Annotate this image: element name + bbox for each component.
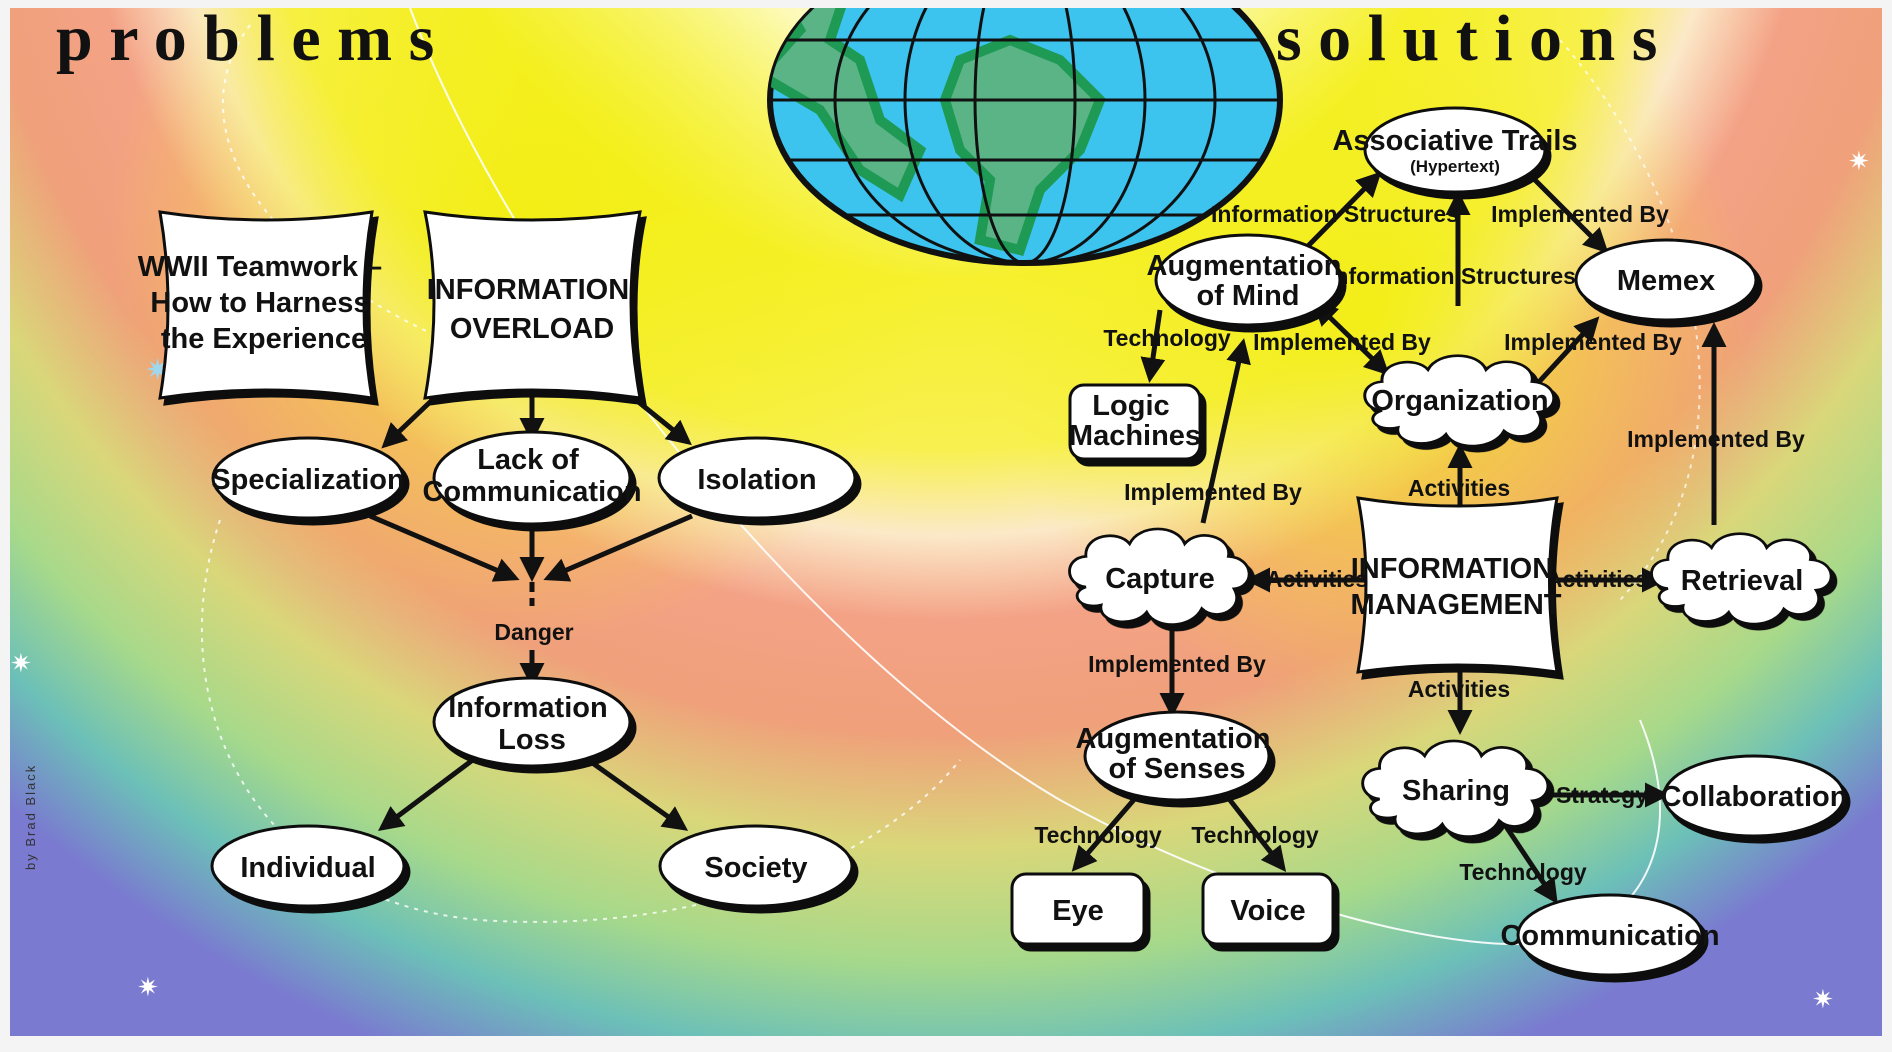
svg-text:Voice: Voice <box>1230 895 1305 927</box>
node-memex[interactable]: Memex <box>1574 238 1758 322</box>
node-eye[interactable]: Eye <box>1010 872 1146 946</box>
globe-icon <box>767 8 1283 266</box>
svg-text:Eye: Eye <box>1052 895 1104 927</box>
node-information-loss[interactable]: Information Loss <box>432 676 632 768</box>
svg-text:✷: ✷ <box>1848 146 1870 176</box>
svg-text:INFORMATION MANAGEMENT: INFORMATION MANAGEMENT <box>1350 553 1561 621</box>
edge-label-implemented-retrieval-memex: Implemented By <box>1627 426 1805 452</box>
title-problems: p r o b l e m s <box>56 2 434 75</box>
node-organization[interactable]: Organization <box>1363 354 1556 448</box>
edge-label-technology-voice: Technology <box>1191 822 1319 848</box>
edge-label-technology-communication: Technology <box>1459 859 1587 885</box>
node-communication[interactable]: Communication <box>1500 893 1720 977</box>
node-augmentation-of-senses[interactable]: Augmentation of Senses <box>1076 710 1279 802</box>
edge-label-strategy: Strategy <box>1556 782 1648 808</box>
svg-text:Collaboration: Collaboration <box>1661 781 1848 813</box>
edge-label-technology-logic: Technology <box>1103 325 1231 351</box>
edge-label-activities-org: Activities <box>1408 475 1510 501</box>
svg-text:WWII Teamwork – How to: WWII Teamwork – How to Harness the Exper… <box>138 251 390 355</box>
node-retrieval[interactable]: Retrieval <box>1650 532 1833 626</box>
svg-text:Society: Society <box>704 852 807 884</box>
svg-text:Organization: Organization <box>1371 385 1548 417</box>
credit-text: by Brad Black <box>23 764 38 870</box>
svg-text:Individual: Individual <box>240 852 375 884</box>
edge-label-implemented-capture-mind: Implemented By <box>1124 479 1302 505</box>
continent-east <box>939 34 1106 256</box>
edge-label-implemented-mind-org: Implemented By <box>1253 329 1431 355</box>
node-wwii-line-2: How to Harness <box>150 287 369 319</box>
svg-text:Logic Machines: Logic Machines <box>1069 390 1201 452</box>
svg-text:Sharing: Sharing <box>1402 775 1510 807</box>
continent-west <box>770 8 927 203</box>
svg-text:Retrieval: Retrieval <box>1681 565 1804 597</box>
title-solutions: s o l u t i o n s <box>1276 2 1657 75</box>
node-logic-machines[interactable]: Logic Machines <box>1068 383 1202 461</box>
node-associative-trails[interactable]: Associative Trails (Hypertext) <box>1332 106 1578 194</box>
svg-text:Augmentation of Mind: Augmentation of Mind <box>1147 250 1350 312</box>
edge-label-implemented-org-memex: Implemented By <box>1504 329 1682 355</box>
node-sharing[interactable]: Sharing <box>1361 739 1550 839</box>
nodes: WWII Teamwork – How to Harness the Exper… <box>138 106 1848 977</box>
svg-text:Memex: Memex <box>1617 265 1715 297</box>
edge-labels: Danger Information Structures Informatio… <box>494 201 1805 885</box>
svg-text:Specialization: Specialization <box>211 464 404 496</box>
node-collaboration[interactable]: Collaboration <box>1661 754 1848 838</box>
node-augmentation-of-mind[interactable]: Augmentation of Mind <box>1147 233 1350 327</box>
svg-text:Lack of Communication: Lack of Communication <box>422 444 641 508</box>
node-wwii-teamwork[interactable]: WWII Teamwork – How to Harness the Exper… <box>138 210 390 400</box>
node-individual[interactable]: Individual <box>210 824 406 908</box>
edge-label-info-structures-2: Information Structures <box>1328 263 1576 289</box>
svg-text:(Hypertext): (Hypertext) <box>1410 157 1500 176</box>
edge-label-activities-capture: Activities <box>1266 566 1368 592</box>
node-lack-of-communication[interactable]: Lack of Communication <box>422 430 642 526</box>
edge-label-info-structures-1: Information Structures <box>1211 201 1459 227</box>
node-capture[interactable]: Capture <box>1068 527 1251 627</box>
node-information-overload[interactable]: INFORMATION OVERLOAD <box>423 210 642 400</box>
node-information-management[interactable]: INFORMATION MANAGEMENT <box>1350 496 1562 674</box>
svg-text:Augmentation of Senses: Augmentation of Senses <box>1076 723 1279 785</box>
node-overload-line-2: OVERLOAD <box>450 313 614 345</box>
node-wwii-line-3: the Experience <box>161 323 367 355</box>
svg-text:✷: ✷ <box>10 648 32 678</box>
svg-text:✷: ✷ <box>137 972 159 1002</box>
node-overload-line-1: INFORMATION <box>427 274 629 306</box>
svg-text:Communication: Communication <box>1500 920 1719 952</box>
edge-label-implemented-memex: Implemented By <box>1491 201 1669 227</box>
node-specialization[interactable]: Specialization <box>211 436 405 520</box>
edge-label-activities-sharing: Activities <box>1408 676 1510 702</box>
svg-text:✷: ✷ <box>1812 984 1834 1014</box>
globe-grid <box>770 8 1280 263</box>
svg-text:Information Loss: Information Loss <box>448 692 616 756</box>
svg-text:Isolation: Isolation <box>697 464 816 496</box>
edge-label-technology-eye: Technology <box>1034 822 1162 848</box>
node-wwii-line-1: WWII Teamwork – <box>138 251 382 283</box>
svg-text:Associative Trails: Associative Trails <box>1332 125 1577 157</box>
edges <box>369 171 1727 905</box>
edge-label-implemented-capture-senses: Implemented By <box>1088 651 1266 677</box>
edge-label-danger: Danger <box>494 619 573 645</box>
node-isolation[interactable]: Isolation <box>657 436 857 520</box>
node-society[interactable]: Society <box>658 824 854 908</box>
svg-text:Capture: Capture <box>1105 563 1215 595</box>
edge-label-activities-retrieval: Activities <box>1546 566 1648 592</box>
svg-text:INFORMATION OVERLOAD: INFORMATION OVERLOAD <box>427 274 638 345</box>
node-voice[interactable]: Voice <box>1201 872 1335 946</box>
